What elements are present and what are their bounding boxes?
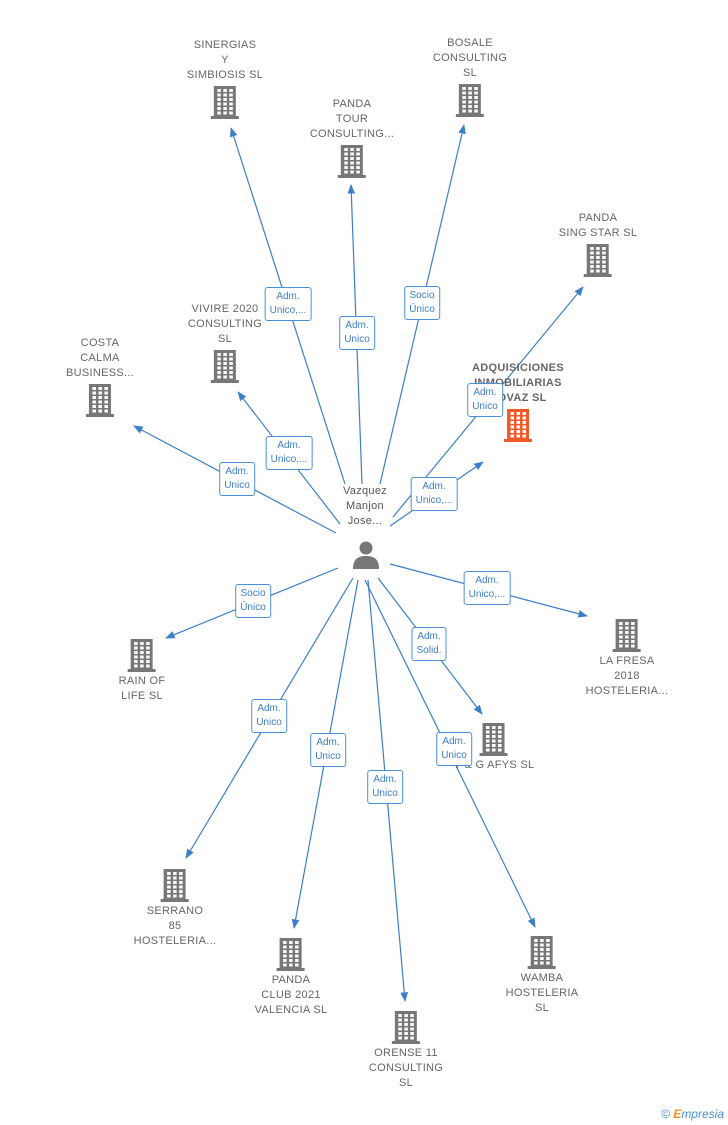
brand-logo: © Empresia — [661, 1107, 724, 1121]
edge-label: Adm. Unico — [219, 462, 255, 496]
company-label: VIVIRE 2020 CONSULTING SL — [187, 303, 263, 345]
building-icon — [480, 723, 508, 756]
building-icon — [456, 84, 484, 117]
edge-label: Adm. Unico,... — [463, 571, 511, 605]
company-node-panda-club[interactable]: PANDA CLUB 2021 VALENCIA SL — [255, 935, 328, 1018]
building-icon — [85, 384, 114, 417]
company-node-orense[interactable]: ORENSE 11 CONSULTING SL — [369, 1008, 443, 1091]
edge-label: Adm. Unico — [310, 733, 346, 767]
building-icon — [210, 86, 239, 119]
edge-label: Adm. Unico — [251, 699, 287, 733]
company-node-wamba[interactable]: WAMBA HOSTELERIA SL — [506, 933, 579, 1016]
company-node-costa[interactable]: COSTA CALMA BUSINESS... — [66, 336, 134, 419]
edge-label: Adm. Unico — [367, 770, 403, 804]
edge-label: Socio Único — [235, 584, 271, 618]
edge-label: Socio Único — [404, 286, 440, 320]
company-label: PANDA TOUR CONSULTING... — [309, 98, 395, 140]
person-name[interactable]: Vazquez Manjon Jose... — [342, 485, 388, 527]
company-label: SINERGIAS Y SIMBIOSIS SL — [186, 39, 264, 81]
building-icon — [612, 619, 641, 652]
edge-label: Adm. Unico,... — [410, 477, 458, 511]
person-icon[interactable] — [352, 540, 380, 570]
company-node-serrano[interactable]: SERRANO 85 HOSTELERIA... — [134, 866, 217, 949]
company-node-sinergias[interactable]: SINERGIAS Y SIMBIOSIS SL — [187, 38, 263, 121]
company-label: BOSALE CONSULTING SL — [432, 37, 508, 79]
building-icon — [392, 1011, 420, 1044]
edge-label: Adm. Unico — [467, 383, 503, 417]
company-label: WAMBA HOSTELERIA SL — [505, 972, 579, 1014]
edge-label: Adm. Unico,... — [264, 287, 312, 321]
building-icon — [528, 936, 556, 969]
building-icon — [503, 409, 532, 442]
company-node-panda-tour[interactable]: PANDA TOUR CONSULTING... — [310, 97, 394, 180]
company-label: RAIN OF LIFE SL — [118, 675, 166, 702]
company-label: COSTA CALMA BUSINESS... — [65, 337, 135, 379]
building-icon — [211, 350, 239, 383]
building-icon — [128, 639, 156, 672]
edge-label: Adm. Unico — [436, 732, 472, 766]
company-node-rain[interactable]: RAIN OF LIFE SL — [119, 636, 166, 704]
company-label: SERRANO 85 HOSTELERIA... — [133, 905, 217, 947]
company-label: PANDA CLUB 2021 VALENCIA SL — [254, 974, 328, 1016]
company-label: PANDA SING STAR SL — [558, 212, 638, 239]
company-node-bosale[interactable]: BOSALE CONSULTING SL — [433, 36, 507, 119]
building-icon — [338, 145, 366, 178]
building-icon — [160, 869, 189, 902]
building-icon — [584, 244, 612, 277]
edge-label: Adm. Unico — [339, 316, 375, 350]
edge-label: Adm. Solid. — [411, 627, 447, 661]
company-label: ORENSE 11 CONSULTING SL — [368, 1047, 444, 1089]
company-node-vivire[interactable]: VIVIRE 2020 CONSULTING SL — [188, 302, 262, 385]
company-label: LA FRESA 2018 HOSTELERIA... — [585, 655, 669, 697]
company-node-la-fresa[interactable]: LA FRESA 2018 HOSTELERIA... — [586, 616, 669, 699]
building-icon — [276, 938, 305, 971]
edge-label: Adm. Unico,... — [265, 436, 313, 470]
company-node-panda-sing[interactable]: PANDA SING STAR SL — [559, 211, 638, 279]
